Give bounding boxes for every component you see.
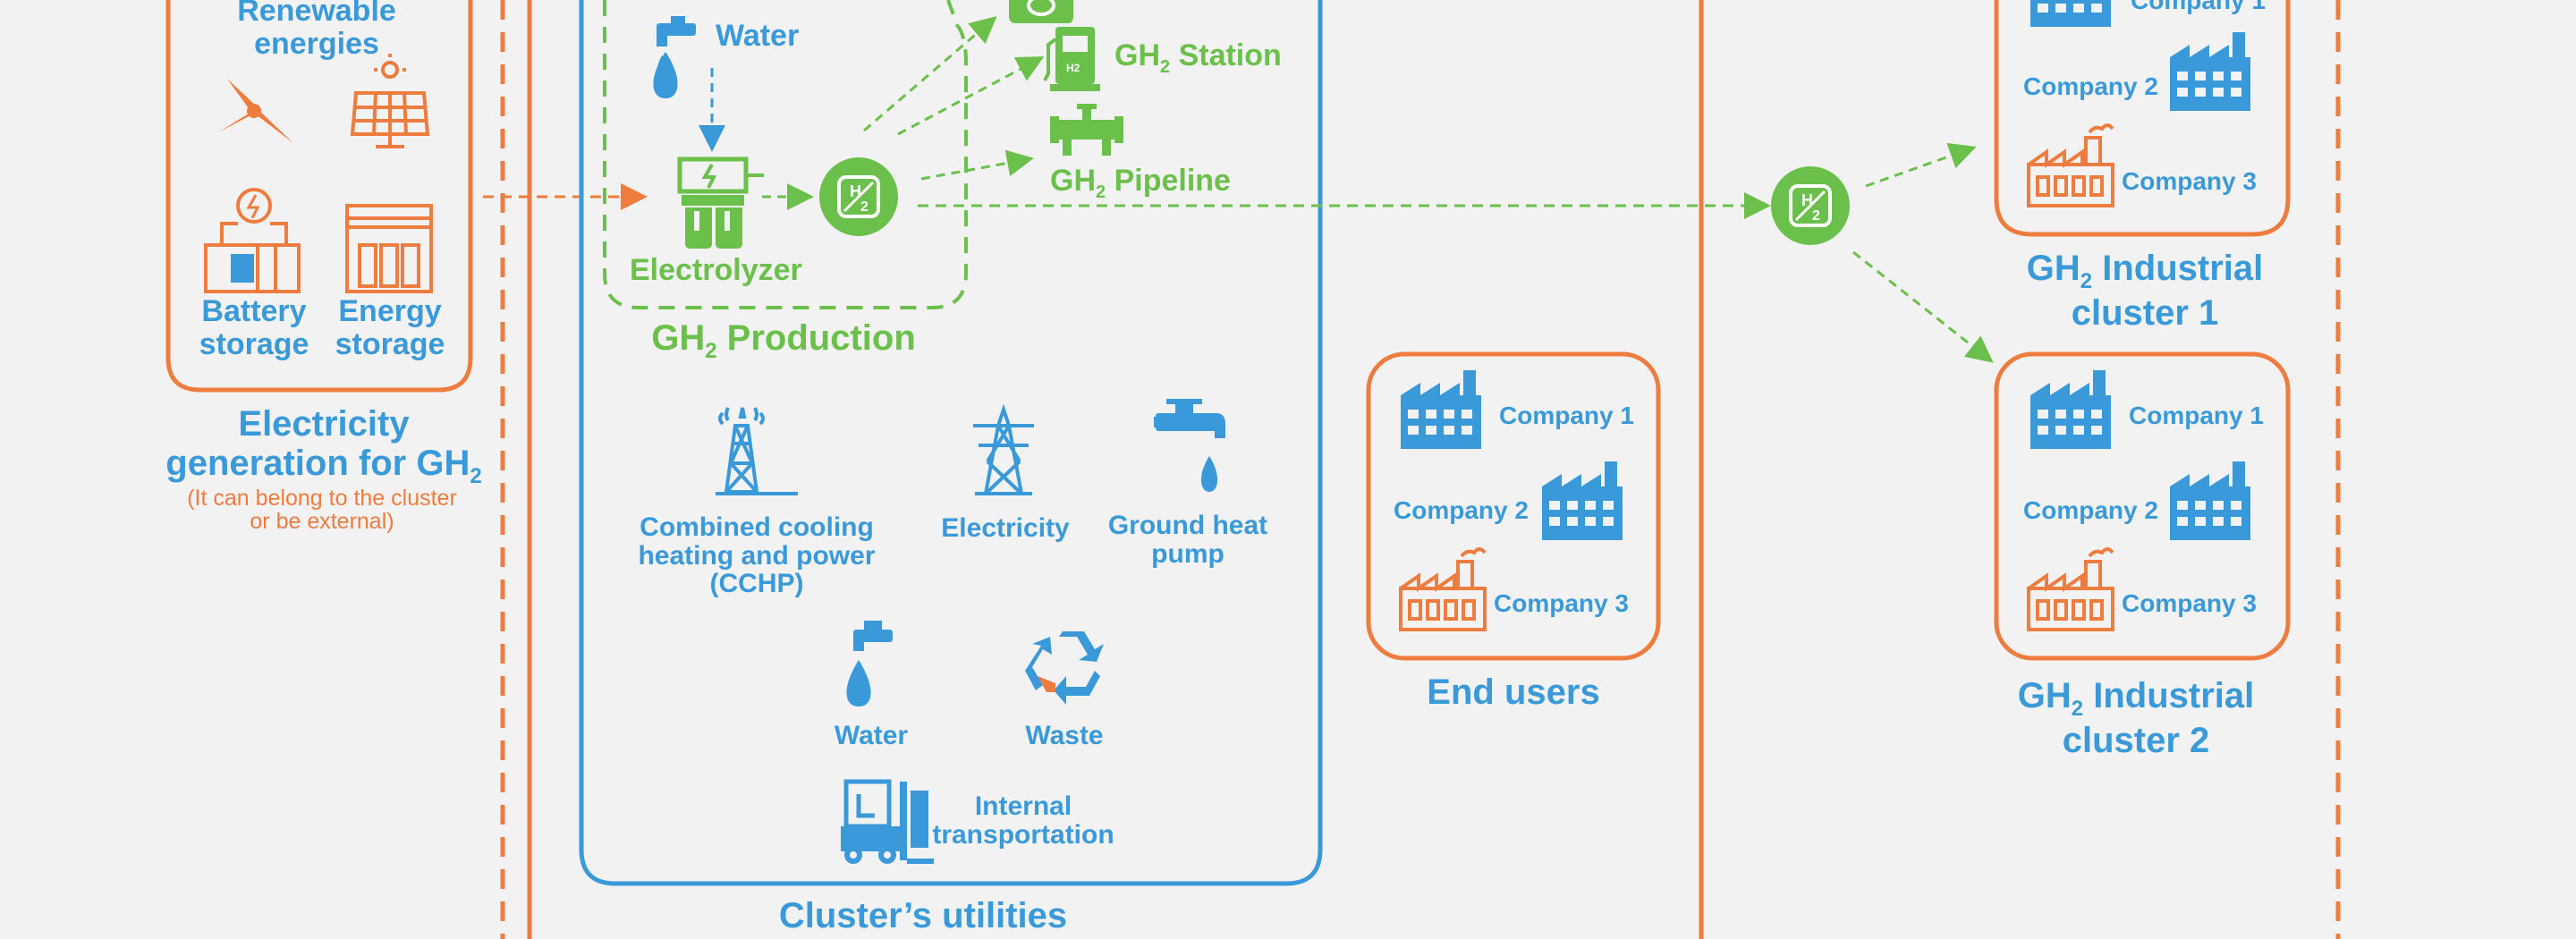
cluster2-company2-icon: [2170, 461, 2250, 540]
end-users-company3-icon: [1399, 547, 1487, 631]
utility-electricity-label: Electricity: [941, 513, 1070, 543]
renewable-energies-label: Renewable energies: [237, 0, 396, 62]
cchp-label: Combined cooling heating and power (CCHP…: [638, 512, 876, 598]
to-station-arrow: [897, 56, 1045, 136]
battery-storage-icon: [204, 188, 301, 293]
energy-storage-label: Energy storage: [335, 294, 445, 362]
svg-text:H2: H2: [1066, 62, 1080, 74]
cluster2-title: GH2 Industrial cluster 2: [2017, 676, 2255, 761]
partial-station-icon: [1009, 0, 1073, 23]
cluster2-company2-label: Company 2: [2023, 496, 2158, 524]
cluster2-company3-label: Company 3: [2122, 589, 2257, 617]
waste-label: Waste: [1025, 721, 1104, 750]
end-users-company1-label: Company 1: [1499, 402, 1634, 429]
cluster2-company1-icon: [2030, 370, 2111, 449]
cluster2-company1-label: Company 1: [2129, 402, 2264, 429]
end-users-company1-icon: [1401, 370, 1481, 449]
gh2-station-icon: H2: [1043, 27, 1100, 91]
cluster1-company1-label: Company 1: [2131, 0, 2266, 14]
production-hub-icon: [818, 156, 900, 238]
recycle-icon: [1025, 631, 1104, 705]
energy-storage-icon: [345, 204, 433, 293]
ground-heat-pump-label: Ground heat pump: [1107, 511, 1268, 569]
cchp-tower-icon: [716, 407, 798, 495]
industrial-hub-icon: [1769, 165, 1852, 247]
cluster-frame: [527, 0, 1704, 939]
cluster1-company3-label: Company 3: [2122, 167, 2257, 195]
electricity-note: (It can belong to the cluster or be exte…: [187, 486, 457, 535]
gh2-station-label: GH2 Station: [1114, 38, 1282, 77]
industrial-cluster2-box: [1994, 351, 2291, 661]
cluster2-company3-icon: [2027, 547, 2114, 631]
to-upper-station-arrow: [863, 16, 997, 132]
gh2-production-title: GH2 Production: [651, 318, 916, 363]
industrial-cluster1-box: [1994, 0, 2291, 237]
forklift-icon: [841, 779, 934, 864]
water-tap-icon: [653, 16, 696, 98]
utility-water-icon: [846, 621, 893, 706]
gh2-production-box: [603, 0, 968, 309]
electrolyzer-label: Electrolyzer: [630, 253, 802, 287]
electrolyzer-icon: [677, 156, 764, 249]
end-users-box: [1366, 351, 1661, 661]
wind-turbine-icon: [218, 79, 293, 143]
production-water-label: Water: [716, 19, 800, 53]
solar-panel-icon: [350, 54, 430, 148]
cluster-utilities-title: Cluster’s utilities: [778, 896, 1068, 935]
ground-heat-pump-icon: [1154, 399, 1225, 492]
end-users-company3-label: Company 3: [1494, 589, 1629, 617]
to-cluster1-arrow: [1865, 142, 1977, 188]
cluster-utilities-box: [579, 0, 1323, 886]
cluster1-company1-icon: [2030, 0, 2111, 27]
gh2-pipeline-label: GH2 Pipeline: [1050, 164, 1231, 202]
utility-water-label: Water: [834, 721, 909, 750]
electricity-generation-box: [165, 0, 473, 393]
cluster1-company2-label: Company 2: [2023, 72, 2158, 100]
electricity-generation-title: Electricity generation for GH2: [165, 404, 482, 488]
gh2-pipeline-icon: [1050, 104, 1123, 156]
battery-storage-label: Battery storage: [199, 294, 309, 362]
to-cluster2-arrow: [1852, 250, 1994, 363]
end-users-company2-icon: [1542, 461, 1623, 540]
cluster1-company3-icon: [2027, 123, 2114, 207]
internal-transportation-label: Internal transportation: [932, 791, 1114, 850]
cluster1-company2-icon: [2170, 32, 2250, 111]
cluster1-title: GH2 Industrial cluster 1: [2026, 249, 2264, 334]
electricity-pylon-icon: [973, 403, 1034, 495]
to-pipeline-arrow: [920, 149, 1034, 181]
end-users-company2-label: Company 2: [1394, 496, 1529, 524]
end-users-title: End users: [1427, 673, 1600, 712]
